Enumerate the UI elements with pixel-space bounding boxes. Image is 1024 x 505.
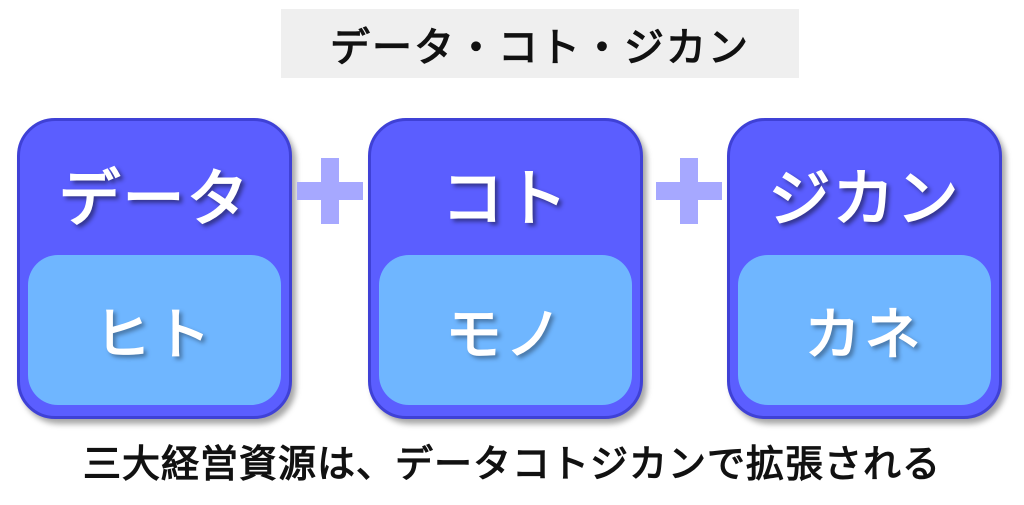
caption-text: 三大経営資源は、データコトジカンで拡張される bbox=[82, 442, 941, 486]
card-jikan: ジカン カネ bbox=[727, 118, 1002, 419]
plus-icon bbox=[656, 158, 722, 224]
card-bottom-label: カネ bbox=[738, 255, 991, 405]
card-top-label: コト bbox=[441, 162, 570, 235]
plus-icon bbox=[297, 158, 363, 224]
diagram-title: データ・コト・ジカン bbox=[281, 9, 799, 78]
card-koto: コト モノ bbox=[368, 118, 643, 419]
card-bottom-label: モノ bbox=[379, 255, 632, 405]
card-top-label: データ bbox=[58, 162, 251, 235]
card-data: データ ヒト bbox=[17, 118, 292, 419]
card-bottom-label: ヒト bbox=[28, 255, 281, 405]
card-top-label: ジカン bbox=[768, 162, 961, 235]
